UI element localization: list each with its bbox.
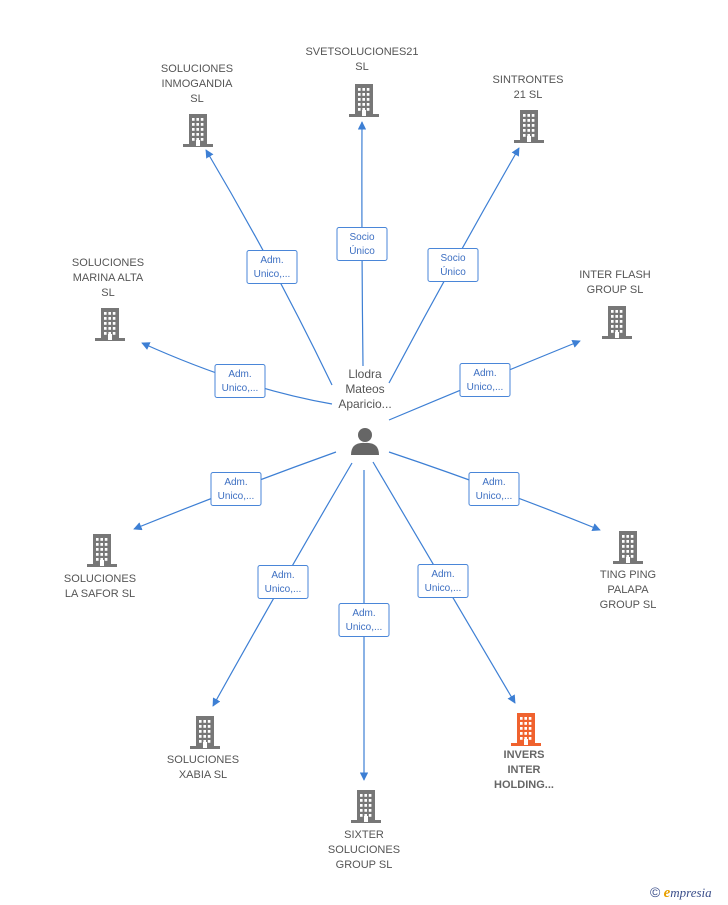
- company-label-sintrontes[interactable]: 21 SL: [514, 89, 543, 101]
- company-label-la-safor[interactable]: SOLUCIONES: [64, 573, 136, 585]
- edge-label-text: Unico,...: [346, 622, 383, 633]
- edge-label-text: Socio: [440, 253, 465, 264]
- person-label[interactable]: Llodra: [348, 367, 382, 381]
- edge-label-invers-inter[interactable]: Adm. Unico,...: [417, 564, 469, 598]
- building-icon-invers-inter[interactable]: [511, 713, 541, 746]
- edge-label-ting-ping[interactable]: Adm. Unico,...: [468, 472, 520, 506]
- edge-label-text: Único: [440, 265, 466, 278]
- edge-label-text: Adm.: [431, 569, 454, 580]
- edge-label-text: Unico,...: [254, 269, 291, 280]
- edge-label-marina-alta[interactable]: Adm. Unico,...: [214, 364, 266, 398]
- company-label-svetsoluciones21[interactable]: SL: [355, 61, 368, 73]
- edge-label-text: Único: [349, 244, 375, 257]
- edge-label-inmogandia[interactable]: Adm. Unico,...: [246, 250, 298, 284]
- building-icon-sixter[interactable]: [351, 790, 381, 823]
- building-icon-sintrontes[interactable]: [514, 110, 544, 143]
- copyright-icon: ©: [650, 884, 661, 900]
- company-label-ting-ping[interactable]: GROUP SL: [600, 599, 657, 611]
- company-label-invers-inter[interactable]: INTER: [508, 764, 541, 776]
- edge-label-text: Adm.: [352, 608, 375, 619]
- edge-label-text: Adm.: [228, 369, 251, 380]
- building-icon-marina-alta[interactable]: [95, 308, 125, 341]
- company-label-xabia[interactable]: SOLUCIONES: [167, 754, 239, 766]
- company-label-ting-ping[interactable]: PALAPA: [607, 584, 649, 596]
- company-label-sixter[interactable]: GROUP SL: [336, 859, 393, 871]
- building-icon-ting-ping[interactable]: [613, 531, 643, 564]
- edge-label-text: Socio: [349, 232, 374, 243]
- edge-label-text: Unico,...: [222, 383, 259, 394]
- edge-label-text: Adm.: [260, 255, 283, 266]
- edge-label-text: Unico,...: [218, 491, 255, 502]
- company-label-marina-alta[interactable]: SL: [101, 287, 114, 299]
- company-label-sixter[interactable]: SIXTER: [344, 829, 384, 841]
- building-icon-svetsoluciones21[interactable]: [349, 84, 379, 117]
- edge-label-text: Adm.: [473, 368, 496, 379]
- company-label-inter-flash[interactable]: INTER FLASH: [579, 269, 651, 281]
- person-icon[interactable]: [351, 428, 379, 455]
- edge-label-text: Adm.: [271, 570, 294, 581]
- person-label[interactable]: Aparicio...: [338, 397, 391, 411]
- company-label-inmogandia[interactable]: SL: [190, 93, 203, 105]
- edge-label-xabia[interactable]: Adm. Unico,...: [257, 565, 309, 599]
- building-icon-la-safor[interactable]: [87, 534, 117, 567]
- company-label-marina-alta[interactable]: SOLUCIONES: [72, 257, 144, 269]
- edge-label-text: Adm.: [224, 477, 247, 488]
- company-label-la-safor[interactable]: LA SAFOR SL: [65, 588, 135, 600]
- company-label-inter-flash[interactable]: GROUP SL: [587, 284, 644, 296]
- company-label-ting-ping[interactable]: TING PING: [600, 569, 656, 581]
- person-label[interactable]: Mateos: [345, 382, 384, 396]
- company-label-invers-inter[interactable]: HOLDING...: [494, 779, 554, 791]
- edge-label-text: Unico,...: [265, 584, 302, 595]
- company-label-inmogandia[interactable]: INMOGANDIA: [162, 78, 234, 90]
- company-label-inmogandia[interactable]: SOLUCIONES: [161, 63, 233, 75]
- company-label-xabia[interactable]: XABIA SL: [179, 769, 227, 781]
- building-icon-inter-flash[interactable]: [602, 306, 632, 339]
- edge-label-text: Unico,...: [476, 491, 513, 502]
- building-icon-inmogandia[interactable]: [183, 114, 213, 147]
- edge-label-inter-flash[interactable]: Adm. Unico,...: [459, 363, 511, 397]
- edge-label-sixter[interactable]: Adm. Unico,...: [338, 603, 390, 637]
- company-label-sintrontes[interactable]: SINTRONTES: [493, 74, 564, 86]
- brand-logo: © empresia: [650, 884, 712, 901]
- company-label-sixter[interactable]: SOLUCIONES: [328, 844, 400, 856]
- edge-label-text: Unico,...: [467, 382, 504, 393]
- edge-label-text: Adm.: [482, 477, 505, 488]
- company-label-invers-inter[interactable]: INVERS: [504, 749, 545, 761]
- edge-label-text: Unico,...: [425, 583, 462, 594]
- company-label-svetsoluciones21[interactable]: SVETSOLUCIONES21: [305, 46, 418, 58]
- building-icon-xabia[interactable]: [190, 716, 220, 749]
- company-label-marina-alta[interactable]: MARINA ALTA: [73, 272, 144, 284]
- edge-label-la-safor[interactable]: Adm. Unico,...: [210, 472, 262, 506]
